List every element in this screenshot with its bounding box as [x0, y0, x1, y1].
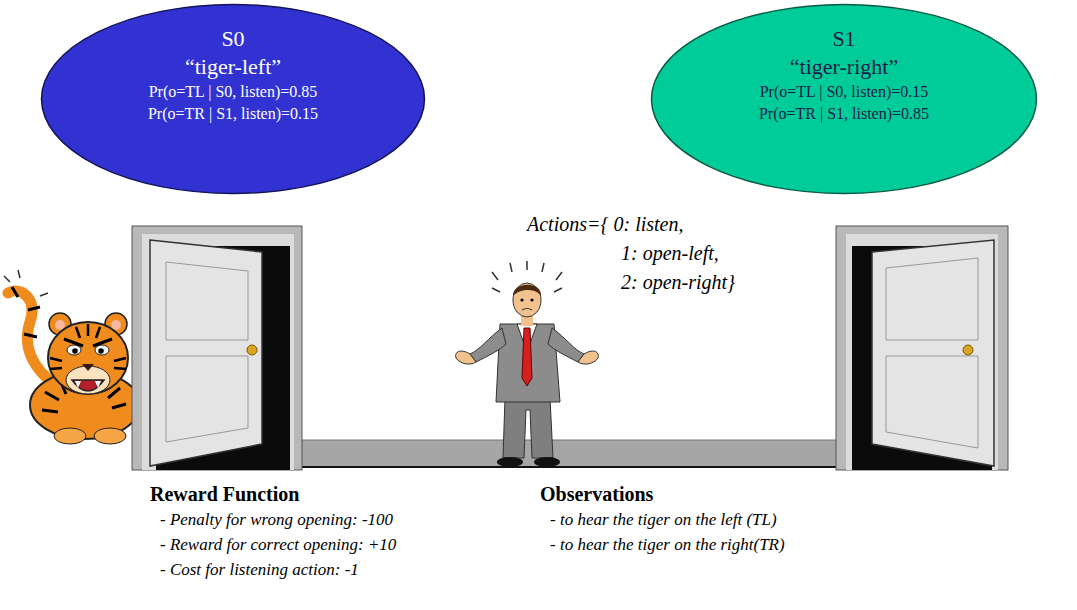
tiger-figure-part: [48, 322, 128, 394]
tiger-figure-part: [75, 381, 101, 388]
man-figure-part: [513, 285, 541, 296]
observation-item: - to hear the tiger on the right(TR): [550, 535, 785, 555]
state-label: “tiger-left”: [185, 53, 281, 81]
right-door-part: [886, 356, 978, 448]
tiger-figure-part: [4, 270, 48, 296]
man-figure-part: [503, 398, 553, 458]
tiger-figure-part: [98, 348, 104, 354]
man-figure-part: [522, 309, 532, 311]
observation-probability: Pr(o=TR | S1, listen)=0.15: [148, 103, 318, 125]
man-figure-part: [456, 351, 476, 364]
tiger-figure-part: [67, 345, 81, 355]
tiger-figure-part: [50, 324, 126, 369]
observation-probability: Pr(o=TL | S0, listen)=0.85: [149, 81, 318, 103]
right-door-part: [872, 240, 994, 466]
floor-part: [300, 440, 836, 441]
actions-text: 2: open-right}: [621, 270, 735, 294]
man-figure-part: [497, 457, 523, 467]
man-figure-part: [530, 298, 533, 301]
actions-text: 1: open-left,: [621, 241, 719, 265]
reward-item: - Penalty for wrong opening: -100: [160, 510, 393, 530]
man-figure-part: [548, 328, 584, 362]
floor: [300, 440, 836, 467]
left-door-part: [132, 226, 302, 470]
tiger-figure-part: [95, 345, 109, 355]
left-door-part: [166, 356, 248, 442]
left-door: [132, 226, 302, 470]
observation-probability: Pr(o=TL | S0, listen)=0.15: [760, 81, 929, 103]
state-name: S0: [221, 25, 244, 53]
observation-probability: Pr(o=TR | S1, listen)=0.85: [759, 103, 929, 125]
right-door: [836, 226, 1008, 470]
ellipse-shape: [652, 5, 1037, 194]
left-door-part: [150, 240, 262, 466]
state-name: S1: [832, 25, 855, 53]
right-door-part: [846, 234, 998, 470]
state-ellipse: S0“tiger-left”Pr(o=TL | S0, listen)=0.85…: [40, 3, 426, 195]
man-figure-part: [470, 328, 506, 362]
tiger-figure-part: [72, 348, 78, 354]
ellipse-shape: [42, 5, 425, 194]
right-door-part: [963, 345, 973, 355]
man-figure-part: [520, 298, 523, 301]
man-figure-part: [578, 351, 598, 364]
tiger-figure-part: [30, 371, 140, 439]
section-heading: Observations: [540, 482, 653, 506]
tiger-figure-part: [12, 287, 40, 337]
tiger-figure-part: [82, 364, 94, 371]
left-door-part: [247, 345, 257, 355]
left-door-part: [166, 262, 248, 340]
right-door-part: [836, 226, 1008, 470]
reward-item: - Cost for listening action: -1: [160, 560, 359, 580]
observation-item: - to hear the tiger on the left (TL): [550, 510, 777, 530]
tiger-figure: [4, 270, 140, 444]
left-door-part: [142, 234, 294, 470]
tiger-figure-part: [64, 339, 112, 346]
man-figure-part: [534, 457, 560, 467]
man-figure-part: [522, 328, 532, 386]
actions-text: Actions={ 0: listen,: [527, 212, 683, 236]
right-door-part: [886, 258, 978, 340]
man-figure-part: [513, 283, 541, 317]
reward-item: - Reward for correct opening: +10: [160, 535, 396, 555]
floor-part: [300, 466, 836, 468]
floor-part: [300, 440, 836, 467]
state-label: “tiger-right”: [790, 53, 898, 81]
section-heading: Reward Function: [150, 482, 299, 506]
tiger-figure-part: [72, 380, 104, 391]
man-figure: [456, 261, 599, 467]
tiger-figure-part: [94, 428, 126, 444]
tiger-figure-part: [54, 428, 86, 444]
state-ellipse: S1“tiger-right”Pr(o=TL | S0, listen)=0.1…: [650, 3, 1038, 195]
